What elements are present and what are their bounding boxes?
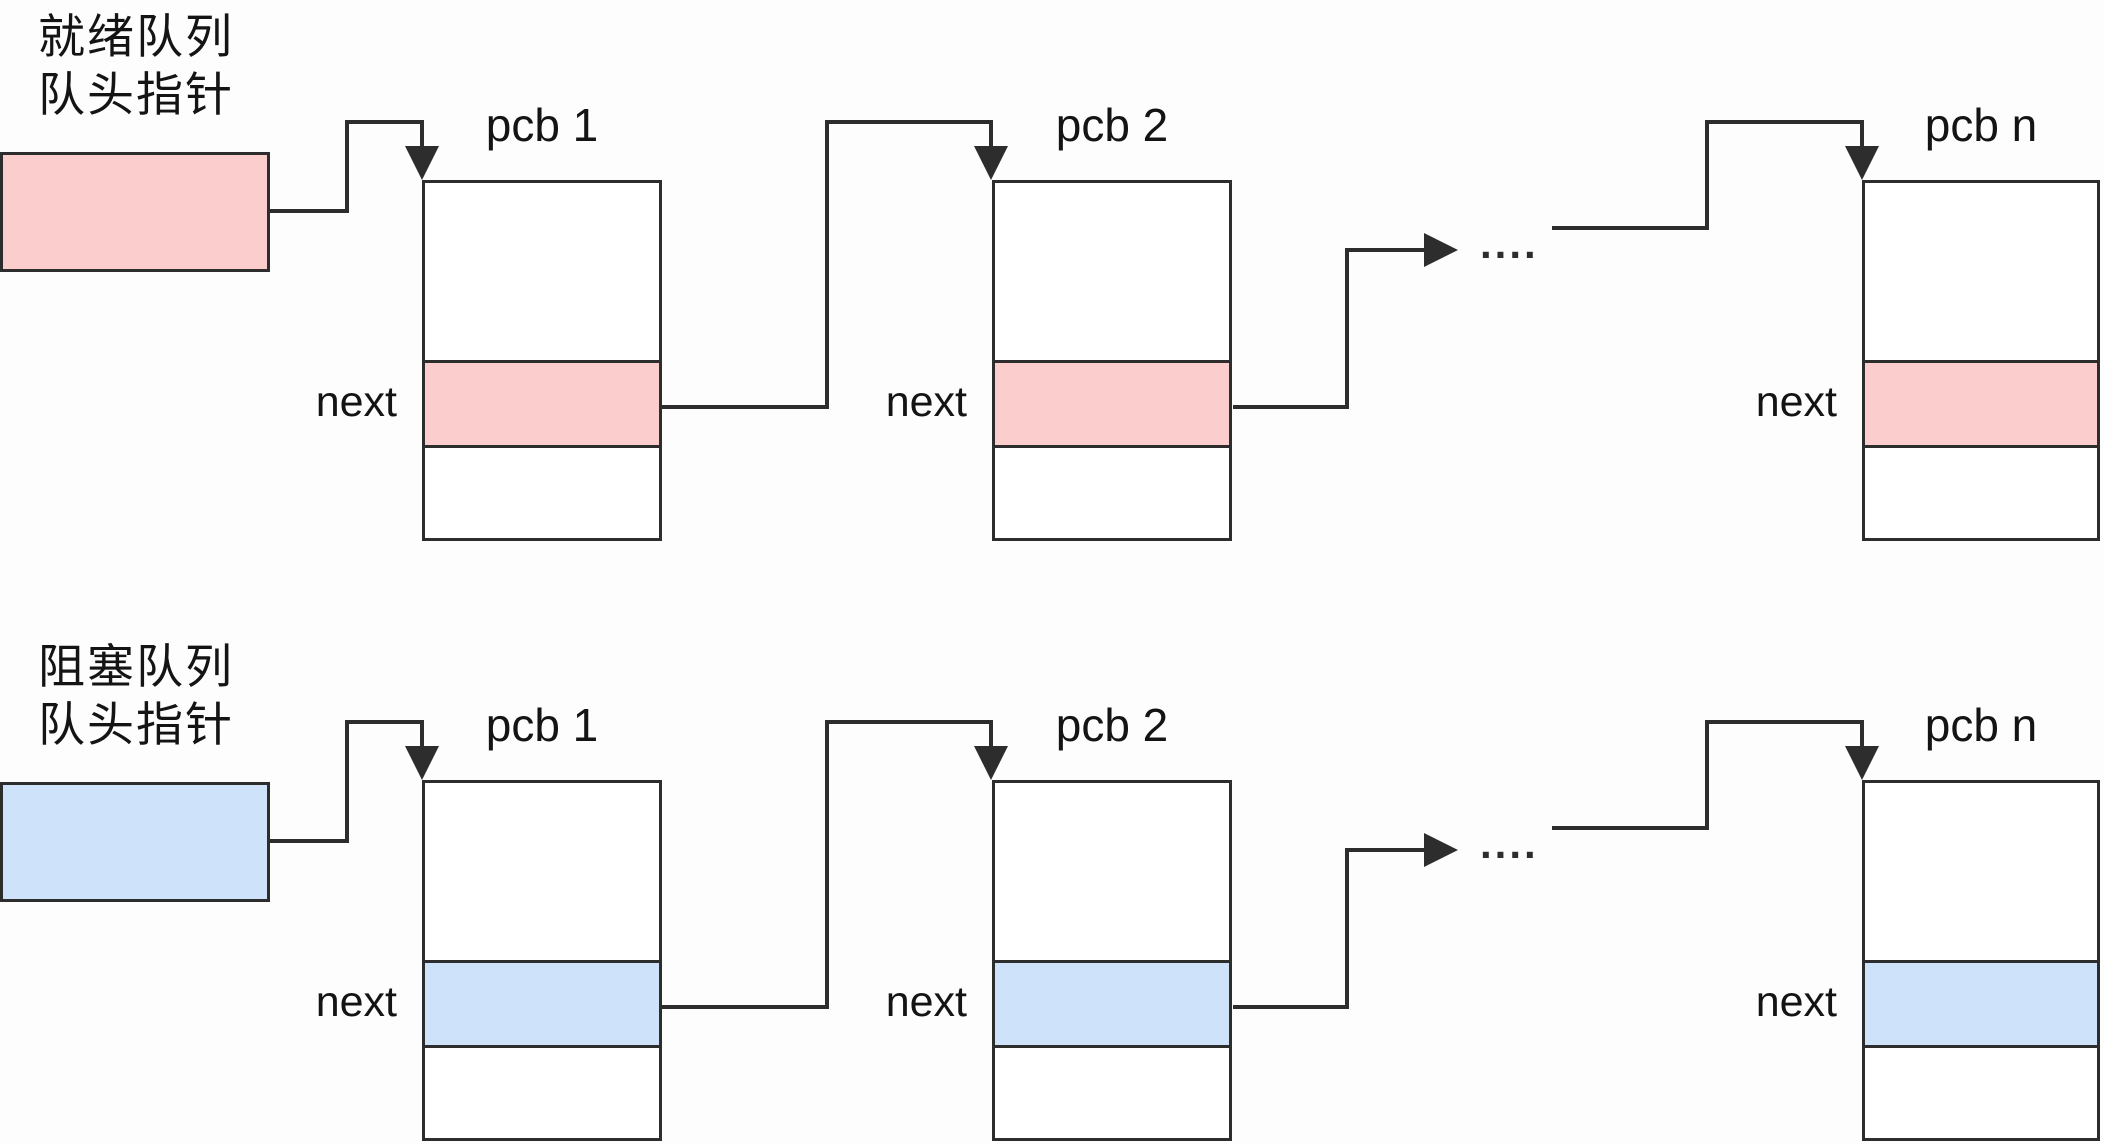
blocked-pcb1-title: pcb 1 bbox=[485, 699, 599, 751]
ready-pcbn-title: pcb n bbox=[1924, 99, 2038, 151]
blocked-pcb2-next-label: next bbox=[885, 978, 967, 1026]
ready-pcbn-top-section bbox=[1865, 183, 2097, 363]
connector-blocked-head-to-pcb1 bbox=[269, 720, 424, 843]
ready-queue-label: 就绪队列 队头指针 bbox=[38, 8, 234, 124]
arrowhead-down-ready-pcb1 bbox=[405, 146, 439, 180]
ready-pcb2-title: pcb 2 bbox=[1055, 99, 1169, 151]
connector-blocked-pcb1-to-pcb2 bbox=[662, 720, 993, 1009]
blocked-pcbn-top-section bbox=[1865, 783, 2097, 963]
ready-pcb1-title: pcb 1 bbox=[485, 99, 599, 151]
blocked-pcb1-next-field bbox=[425, 963, 659, 1048]
blocked-pcb1-top-section bbox=[425, 783, 659, 963]
ready-ellipsis-dots: .... bbox=[1480, 220, 1539, 267]
blocked-pcbn-next-label: next bbox=[1755, 978, 1837, 1026]
arrowhead-right-ready-ellipsis bbox=[1424, 233, 1458, 267]
blocked-queue-label-line1: 阻塞队列 bbox=[38, 640, 234, 693]
blocked-pcbn-bottom-section bbox=[1865, 1048, 2097, 1138]
ready-pcb2-box bbox=[992, 180, 1232, 541]
connector-blocked-pcb2-to-ellipsis bbox=[1233, 848, 1438, 1009]
connector-blocked-ellipsis-to-pcbn bbox=[1552, 720, 1864, 830]
connector-ready-pcb2-to-ellipsis bbox=[1233, 248, 1438, 409]
ready-queue-label-line2: 队头指针 bbox=[38, 68, 234, 121]
blocked-queue-label: 阻塞队列 队头指针 bbox=[38, 638, 234, 754]
blocked-pcbn-title: pcb n bbox=[1924, 699, 2038, 751]
ready-queue-label-line1: 就绪队列 bbox=[38, 10, 234, 63]
ready-pcb2-next-label: next bbox=[885, 378, 967, 426]
ready-pcb2-bottom-section bbox=[995, 448, 1229, 538]
connector-ready-head-to-pcb1 bbox=[269, 120, 424, 213]
ready-pcb1-box bbox=[422, 180, 662, 541]
blocked-queue-head-pointer-box bbox=[0, 782, 270, 902]
blocked-pcb2-bottom-section bbox=[995, 1048, 1229, 1138]
blocked-pcbn-next-field bbox=[1865, 963, 2097, 1048]
blocked-pcb1-next-label: next bbox=[315, 978, 397, 1026]
blocked-ellipsis-dots: .... bbox=[1480, 820, 1539, 867]
arrowhead-down-ready-pcb2 bbox=[974, 146, 1008, 180]
blocked-queue-label-line2: 队头指针 bbox=[38, 698, 234, 751]
blocked-pcb2-title: pcb 2 bbox=[1055, 699, 1169, 751]
ready-pcbn-next-field bbox=[1865, 363, 2097, 448]
ready-pcb2-top-section bbox=[995, 183, 1229, 363]
arrowhead-down-blocked-pcb2 bbox=[974, 746, 1008, 780]
ready-pcbn-bottom-section bbox=[1865, 448, 2097, 538]
arrowhead-right-blocked-ellipsis bbox=[1424, 833, 1458, 867]
connector-ready-ellipsis-to-pcbn bbox=[1552, 120, 1864, 230]
ready-pcb1-bottom-section bbox=[425, 448, 659, 538]
ready-pcb1-next-label: next bbox=[315, 378, 397, 426]
blocked-pcbn-box bbox=[1862, 780, 2100, 1141]
blocked-pcb1-box bbox=[422, 780, 662, 1141]
blocked-pcb2-box bbox=[992, 780, 1232, 1141]
blocked-pcb2-top-section bbox=[995, 783, 1229, 963]
ready-pcbn-box bbox=[1862, 180, 2100, 541]
ready-pcb2-next-field bbox=[995, 363, 1229, 448]
blocked-pcb2-next-field bbox=[995, 963, 1229, 1048]
arrowhead-down-blocked-pcbn bbox=[1845, 746, 1879, 780]
arrowhead-down-ready-pcbn bbox=[1845, 146, 1879, 180]
ready-pcbn-next-label: next bbox=[1755, 378, 1837, 426]
ready-pcb1-next-field bbox=[425, 363, 659, 448]
blocked-pcb1-bottom-section bbox=[425, 1048, 659, 1138]
arrowhead-down-blocked-pcb1 bbox=[405, 746, 439, 780]
ready-pcb1-top-section bbox=[425, 183, 659, 363]
connector-ready-pcb1-to-pcb2 bbox=[662, 120, 993, 409]
ready-queue-head-pointer-box bbox=[0, 152, 270, 272]
